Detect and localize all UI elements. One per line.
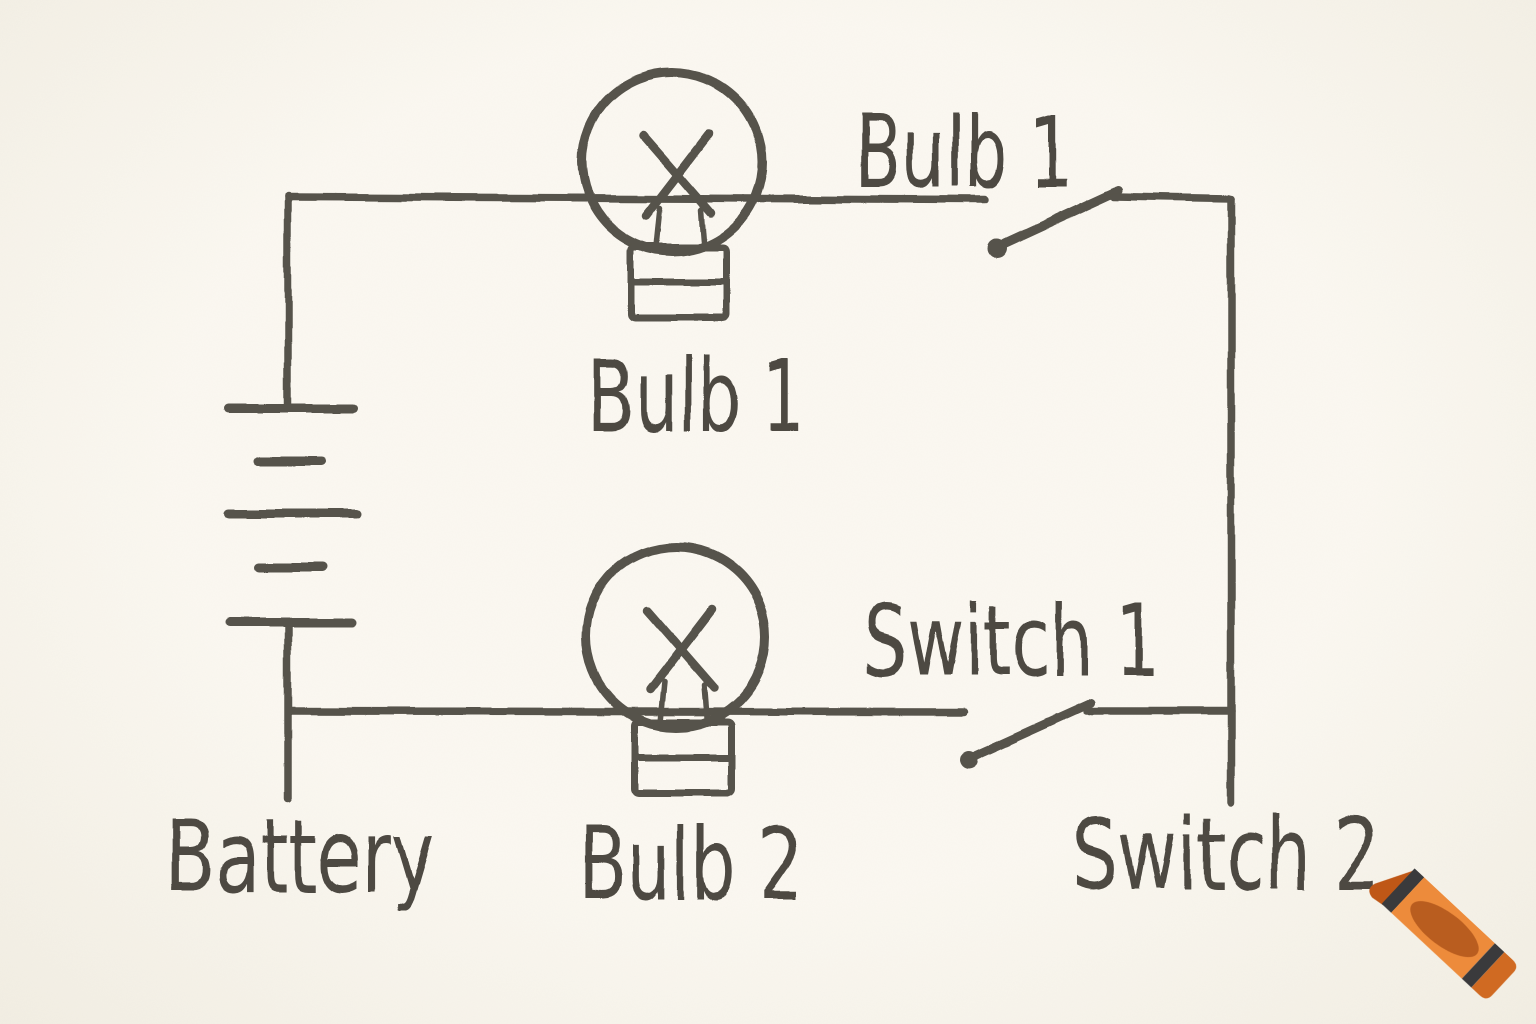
label-battery: Battery xyxy=(165,798,435,915)
label-bulb2: Bulb 2 xyxy=(578,806,803,923)
label-bulb1-wire: Bulb 1 xyxy=(855,94,1073,211)
label-switch2: Switch 2 xyxy=(1072,796,1380,913)
wire-top xyxy=(284,193,989,204)
crayon-band-front xyxy=(1381,868,1425,913)
label-switch1: Switch 1 xyxy=(863,583,1160,700)
switch-top-lever xyxy=(999,185,1124,248)
crayon-band-back xyxy=(1461,943,1505,988)
switch-bottom xyxy=(958,698,1235,770)
crayon-icon xyxy=(1369,868,1517,999)
crayon-end-cap xyxy=(1471,952,1517,999)
battery-symbol xyxy=(223,403,361,803)
switch-top xyxy=(986,185,1235,258)
crayon-tip xyxy=(1369,869,1416,906)
switch-top-stub xyxy=(1111,192,1235,202)
switch-bottom-lever xyxy=(971,698,1096,760)
crayon-logo xyxy=(1369,868,1517,999)
crayon-label-oval xyxy=(1410,901,1479,958)
label-bulb1: Bulb 1 xyxy=(588,338,805,455)
